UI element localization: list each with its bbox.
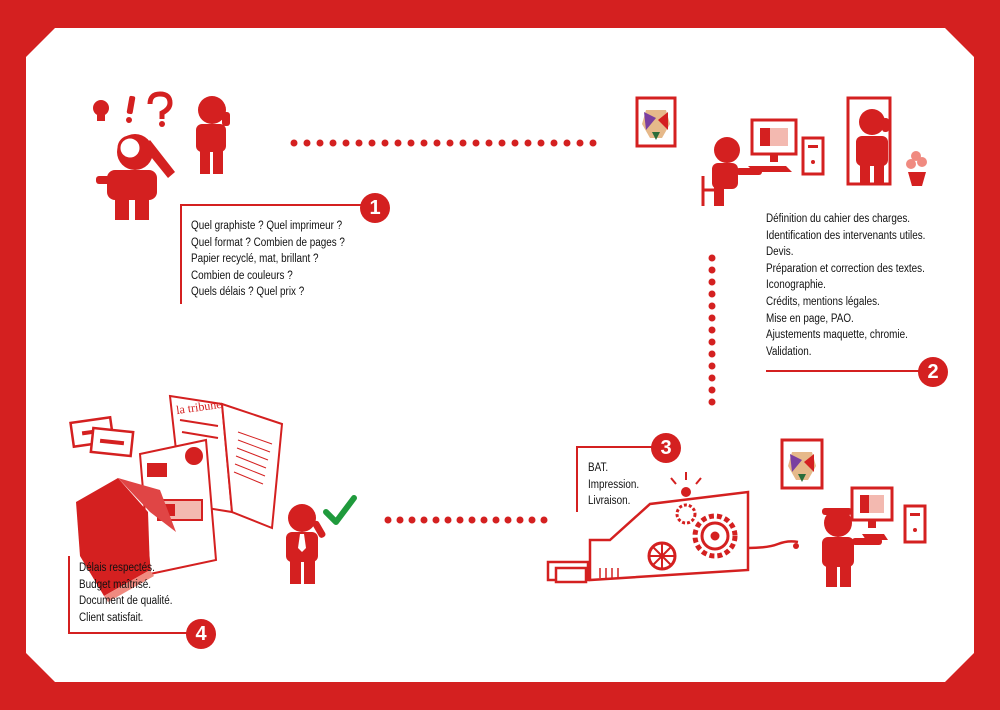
step-1-badge: 1 (360, 193, 390, 223)
step-1-rule-vertical (180, 204, 182, 304)
step-4-rule-horizontal (68, 632, 188, 634)
connector-1-2 (290, 139, 597, 147)
person-tie-icon (286, 504, 326, 584)
lightbulb-icon (93, 100, 109, 121)
gear-icon (647, 503, 738, 571)
step-3-line: Livraison. (588, 495, 631, 508)
step-4-line: Budget maîtrisé. (79, 578, 152, 591)
step-4-line: Délais respectés. (79, 562, 155, 574)
step-2-rule-horizontal (766, 370, 920, 372)
computer-icon (850, 486, 927, 544)
step-4-rule-vertical (68, 556, 70, 634)
step-1-line: Combien de couleurs ? (191, 269, 293, 282)
plant-icon (906, 151, 927, 186)
business-cards-icon (69, 415, 135, 458)
step-2-badge: 2 (918, 357, 948, 387)
question-icon (147, 91, 173, 127)
step-3-rule-vertical (576, 446, 578, 512)
step-2-line: Définition du cahier des charges. (766, 213, 911, 225)
bear-portrait-icon (780, 438, 824, 490)
bear-portrait-icon (635, 96, 677, 148)
person-phone-door-icon (846, 96, 892, 186)
step-3-line: BAT. (588, 462, 609, 474)
step-4-badge: 4 (186, 619, 216, 649)
step-3-line: Impression. (588, 478, 640, 491)
step-1-rule-horizontal (180, 204, 362, 206)
step-4-text: Délais respectés. Budget maîtrisé. Docum… (79, 560, 172, 626)
step-2-text: Définition du cahier des charges. Identi… (766, 211, 925, 360)
step-4-line: Client satisfait. (79, 611, 144, 624)
step-1-line: Quels délais ? Quel prix ? (191, 286, 305, 299)
connector-3-4 (384, 516, 548, 524)
printer-machine-icon (546, 472, 799, 584)
step-2-line: Identification des intervenants utiles. (766, 229, 926, 242)
book-icon (76, 478, 176, 602)
person-computer-icon (701, 118, 825, 206)
connector-2-3 (708, 254, 716, 406)
step-2-line: Crédits, mentions légales. (766, 295, 880, 308)
step-1-text: Quel graphiste ? Quel imprimeur ? Quel f… (191, 218, 345, 301)
step-2-line: Validation. (766, 345, 812, 358)
step-2-line: Iconographie. (766, 279, 826, 292)
step-1-line: Quel format ? Combien de pages ? (191, 236, 345, 249)
person-thinking-icon (96, 134, 175, 220)
magazine-icon (138, 394, 284, 576)
step-3-badge: 3 (651, 433, 681, 463)
person-phone-icon (196, 96, 230, 174)
step-2-line: Devis. (766, 246, 794, 259)
step-3-rule-horizontal (576, 446, 654, 448)
checkmark-icon (323, 495, 357, 525)
step-2-line: Mise en page, PAO. (766, 312, 854, 325)
step-1-line: Papier recyclé, mat, brillant ? (191, 253, 319, 266)
step-3-text: BAT. Impression. Livraison. (588, 460, 639, 510)
step-1-line: Quel graphiste ? Quel imprimeur ? (191, 220, 343, 232)
step-2-line: Ajustements maquette, chromie. (766, 329, 908, 342)
step-4-line: Document de qualité. (79, 595, 173, 608)
exclamation-icon (126, 95, 136, 123)
person-cap-icon (793, 508, 888, 587)
step-2-line: Préparation et correction des textes. (766, 262, 925, 275)
